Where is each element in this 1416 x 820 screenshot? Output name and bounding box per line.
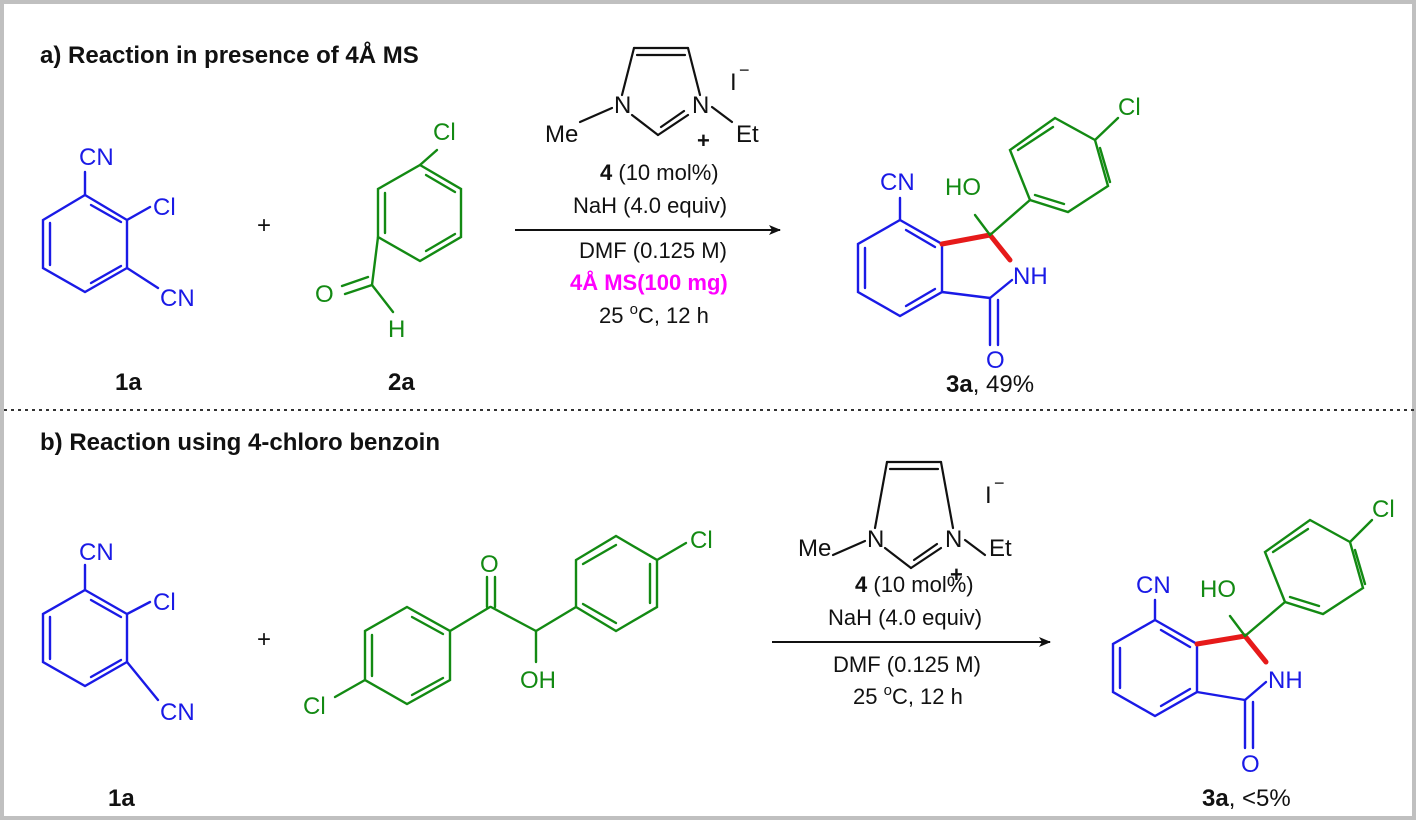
ethyl-label: Et [736,121,759,148]
hydroxyl-label: HO [1200,576,1236,603]
plus-sign: + [257,212,271,239]
cl-atom-label: Cl [1118,94,1141,121]
methyl-label: Me [798,535,831,562]
hydroxyl-label: OH [520,667,556,694]
compound-1a-structure: CN Cl CN [41,539,195,726]
cn-group-label: CN [79,144,114,171]
hydroxyl-label: HO [945,174,981,201]
chlorobenzoin-structure: O OH Cl Cl [303,527,713,720]
product-3a-structure: CN HO NH O Cl [1111,496,1395,778]
negative-charge: − [739,60,750,80]
cl-atom-label: Cl [1372,496,1395,523]
base-condition: NaH (4.0 equiv) [573,193,727,218]
cn-group-label: CN [160,699,195,726]
h-atom-label: H [388,316,405,343]
o-atom-label: O [1241,751,1260,778]
base-condition: NaH (4.0 equiv) [828,605,982,630]
catalyst-4-structure: Me N N + Et I − [545,46,759,153]
iodide-label: I [730,69,737,96]
solvent-condition: DMF (0.125 M) [833,652,981,677]
n-atom-label: N [614,92,631,119]
o-atom-label: O [315,281,334,308]
temperature-time: 25 oC, 12 h [599,301,709,328]
temperature-time: 25 oC, 12 h [853,682,963,709]
iodide-label: I [985,482,992,509]
cn-group-label: CN [1136,572,1171,599]
catalyst-loading: 4 (10 mol%) [855,572,974,597]
product-3a-label: 3a, <5% [1202,785,1291,812]
compound-2a-structure: Cl O H [315,119,463,343]
panel-a: a) Reaction in presence of 4Å MS CN Cl C… [40,41,1141,398]
methyl-label: Me [545,121,578,148]
additive-condition: 4Å MS(100 mg) [570,269,728,295]
negative-charge: − [994,473,1005,493]
cl-atom-label: Cl [153,194,176,221]
compound-1a-label: 1a [115,369,142,396]
panel-b: b) Reaction using 4-chloro benzoin CN Cl… [40,429,1395,812]
cn-group-label: CN [160,285,195,312]
product-3a-label: 3a, 49% [946,371,1034,398]
catalyst-4-structure: Me N N + Et I − [798,460,1012,587]
cn-group-label: CN [79,539,114,566]
cl-atom-label: Cl [303,693,326,720]
nh-label: NH [1013,263,1048,290]
n-atom-label: N [692,92,709,119]
compound-2a-label: 2a [388,369,415,396]
plus-sign: + [257,626,271,653]
solvent-condition: DMF (0.125 M) [579,238,727,263]
o-atom-label: O [986,347,1005,374]
compound-1a-label: 1a [108,785,135,812]
nh-label: NH [1268,667,1303,694]
positive-charge: + [950,562,963,587]
panel-a-title: a) Reaction in presence of 4Å MS [40,41,419,69]
cl-atom-label: Cl [690,527,713,554]
compound-1a-structure: CN Cl CN [41,144,195,312]
catalyst-loading: 4 (10 mol%) [600,160,719,185]
n-atom-label: N [867,526,884,553]
cl-atom-label: Cl [433,119,456,146]
product-3a-structure: CN HO NH O Cl [856,94,1141,374]
n-atom-label: N [945,526,962,553]
cn-group-label: CN [880,169,915,196]
panel-b-title: b) Reaction using 4-chloro benzoin [40,429,440,456]
o-atom-label: O [480,551,499,578]
ethyl-label: Et [989,535,1012,562]
positive-charge: + [697,128,710,153]
cl-atom-label: Cl [153,589,176,616]
